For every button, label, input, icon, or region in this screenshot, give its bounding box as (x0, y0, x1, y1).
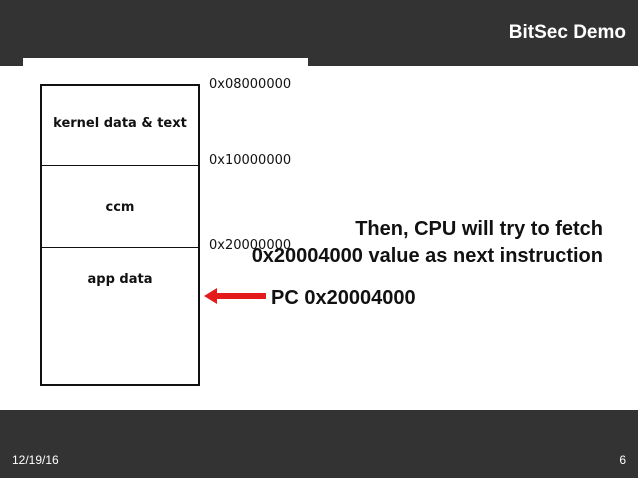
region-kernel: kernel data & text (42, 86, 198, 166)
pc-label: PC 0x20004000 (271, 287, 416, 309)
address-label-app: 0x20000000 (209, 238, 292, 253)
callout-line-1: Then, CPU will try to fetch (355, 218, 603, 240)
footer-date: 12/19/16 (12, 453, 59, 467)
pc-arrow-shaft (216, 293, 266, 299)
slide-title: BitSec Demo (508, 22, 626, 43)
pc-arrow-head (204, 288, 217, 304)
page-number: 6 (619, 453, 626, 467)
region-ccm: ccm (42, 166, 198, 248)
header-bar: BitSec Demo (0, 0, 638, 66)
address-label-ccm: 0x10000000 (209, 153, 292, 168)
footer-bar: 12/19/16 6 (0, 410, 638, 478)
pc-arrow-icon (204, 288, 266, 304)
region-app-data: app data (42, 248, 198, 384)
region-app-data-label: app data (87, 272, 153, 287)
region-ccm-label: ccm (105, 200, 135, 215)
memory-panel (23, 58, 308, 410)
callout-line-2: 0x20004000 value as next instruction (251, 245, 603, 267)
memory-map: kernel data & text ccm app data (40, 84, 200, 386)
region-kernel-label: kernel data & text (53, 116, 187, 131)
address-label-kernel: 0x08000000 (209, 77, 292, 92)
